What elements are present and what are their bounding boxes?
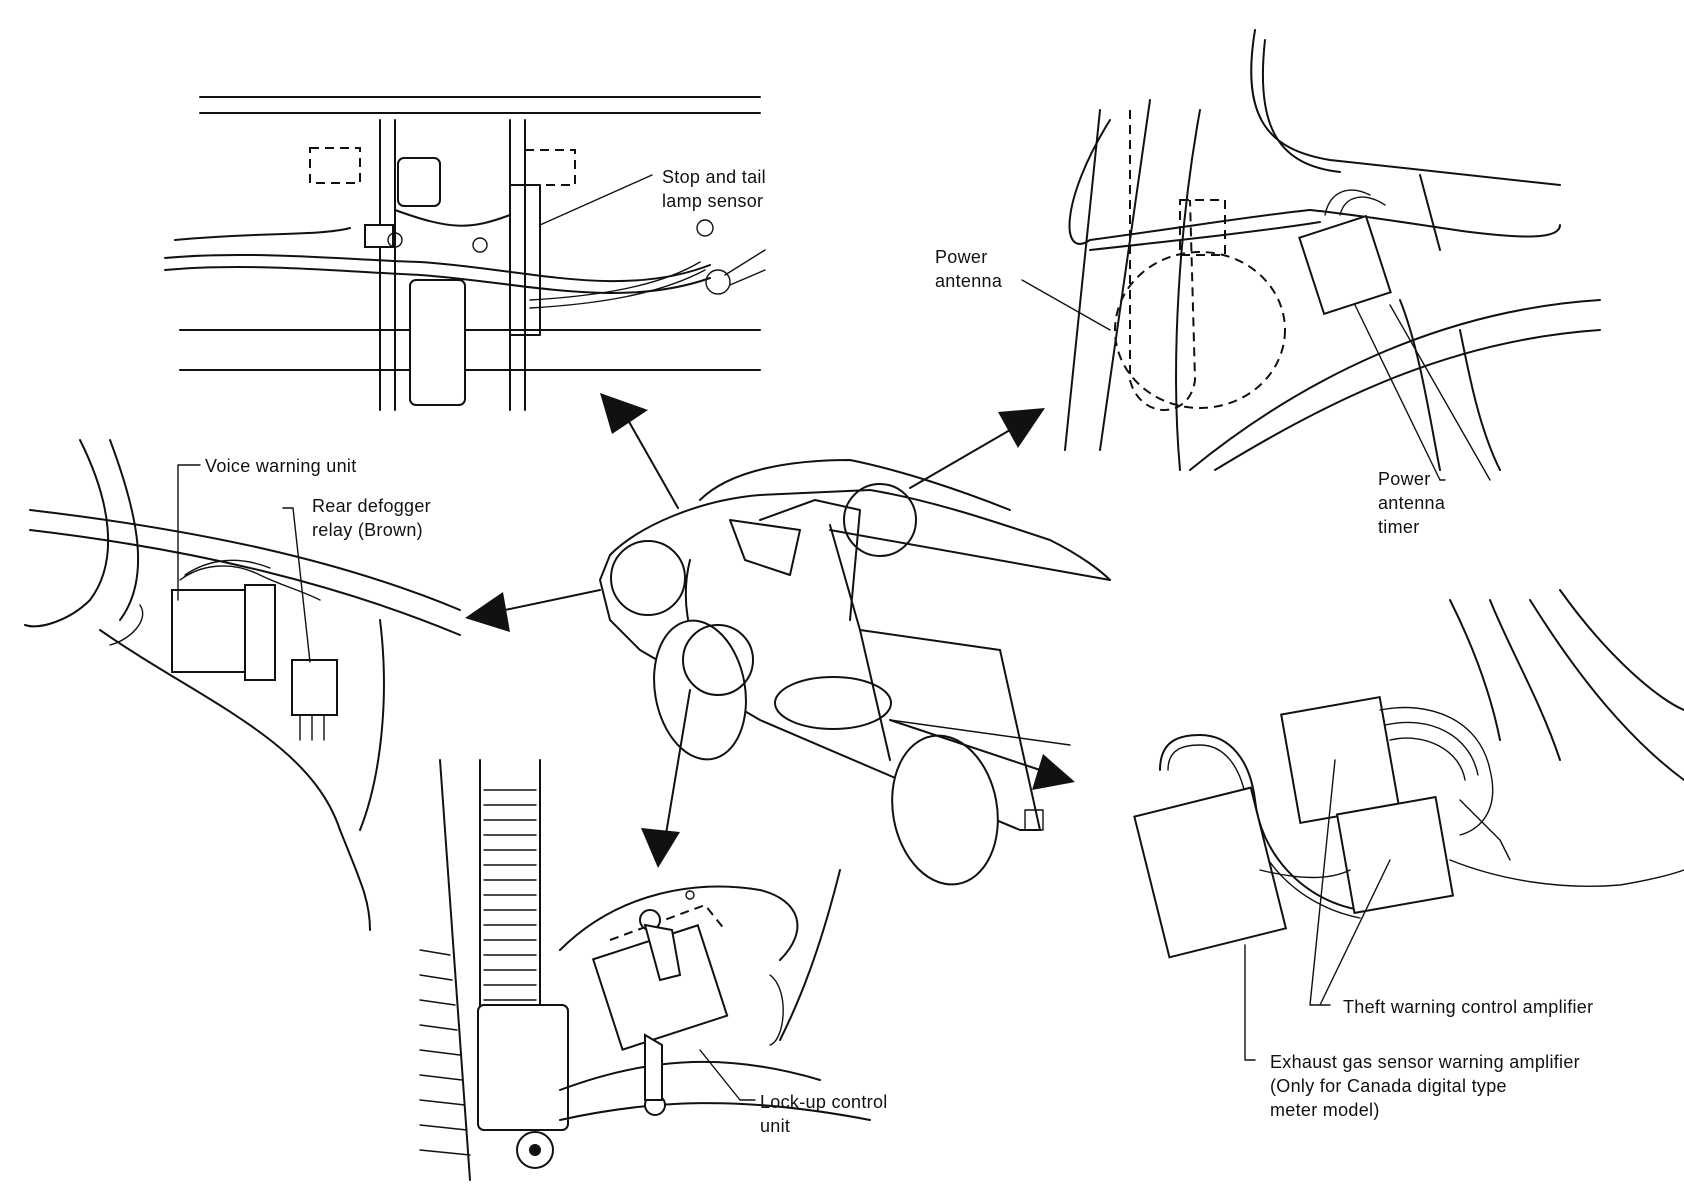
label-line: (Only for Canada digital type xyxy=(1270,1076,1507,1096)
label-line: Rear defogger xyxy=(312,496,431,516)
panel-lockup-control-unit xyxy=(419,759,871,1181)
label-power-antenna-timer: Power antenna timer xyxy=(1378,467,1445,539)
label-line: Stop and tail xyxy=(662,167,766,187)
label-theft-warning-amp: Theft warning control amplifier xyxy=(1343,995,1593,1019)
label-line: Theft warning control amplifier xyxy=(1343,997,1594,1017)
label-line: Exhaust gas sensor warning amplifier xyxy=(1270,1052,1580,1072)
label-line: Voice warning unit xyxy=(205,456,357,476)
label-line: antenna xyxy=(1378,493,1446,513)
label-rear-defogger-relay: Rear defogger relay (Brown) xyxy=(312,494,431,542)
label-power-antenna: Power antenna xyxy=(935,245,1002,293)
label-line: lamp sensor xyxy=(662,191,764,211)
panel-voice-warning-unit xyxy=(24,439,461,931)
label-line: antenna xyxy=(935,271,1003,291)
car-outline xyxy=(599,459,1111,886)
label-line: meter model) xyxy=(1270,1100,1380,1120)
label-line: Power xyxy=(935,247,988,267)
label-line: relay (Brown) xyxy=(312,520,423,540)
label-stop-tail-lamp-sensor: Stop and tail lamp sensor xyxy=(662,165,766,213)
label-line: timer xyxy=(1378,517,1420,537)
label-line: Lock-up control xyxy=(760,1092,888,1112)
panel-stop-tail-lamp-sensor xyxy=(164,96,766,411)
panel-theft-warning-amplifiers xyxy=(1133,589,1684,1061)
label-exhaust-gas-sensor-amp: Exhaust gas sensor warning amplifier (On… xyxy=(1270,1050,1580,1122)
label-voice-warning-unit: Voice warning unit xyxy=(205,454,357,478)
label-line: Power xyxy=(1378,469,1431,489)
label-lockup-control-unit: Lock-up control unit xyxy=(760,1090,888,1138)
location-arrows xyxy=(465,393,1075,868)
label-line: unit xyxy=(760,1116,791,1136)
panel-power-antenna xyxy=(1021,29,1601,481)
